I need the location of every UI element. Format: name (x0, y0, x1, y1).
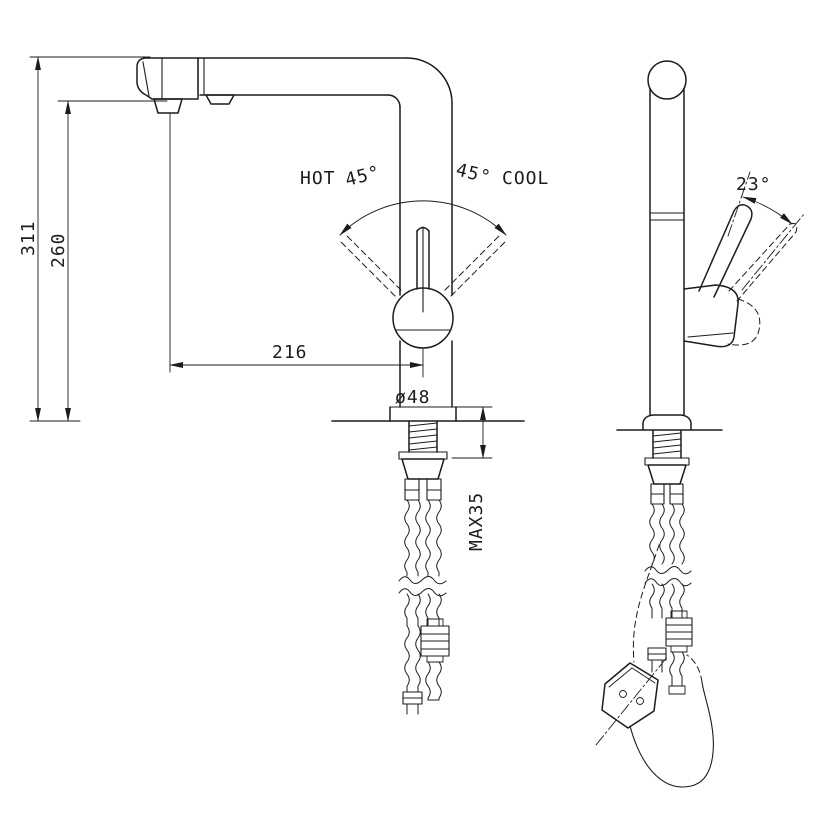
pullout-hose-dashed (632, 544, 660, 663)
side-base-flange (642, 414, 692, 431)
spray-trigger (153, 98, 183, 114)
hot-label: HOT (300, 168, 336, 189)
lever-45-left (340, 241, 396, 297)
dim-total-height: 311 (18, 56, 151, 422)
diverter-button (205, 94, 235, 105)
side-supply-hoses (644, 503, 693, 695)
pullout-spray-head (136, 57, 235, 114)
hose-fitting (426, 478, 442, 501)
weight-centerline (595, 655, 669, 746)
handle-tilt-annotation: 23° (727, 171, 805, 346)
washer (398, 451, 448, 460)
weight-screw (636, 697, 644, 705)
dim-spout-height: 260 (48, 100, 168, 422)
hose-end-fitting (647, 647, 667, 673)
hose-break (398, 576, 447, 585)
handle-boss (683, 284, 739, 348)
cool-angle-label: 45° (454, 159, 494, 188)
hot-angle-label: 45° (343, 162, 383, 191)
hose-end-nub (668, 685, 686, 695)
rotation-arc (339, 200, 507, 236)
hose-end-fitting (402, 691, 423, 715)
mounting-nut (647, 464, 687, 485)
dim-216-text: 216 (272, 342, 308, 363)
boss-rotated-dashed (727, 298, 761, 346)
side-body (616, 60, 723, 431)
dim-reach: 216 (169, 112, 424, 378)
side-mounting-hardware (644, 429, 690, 505)
dim-311-text: 311 (18, 220, 39, 256)
spout-top-cap (647, 60, 687, 100)
pullout-hose-assembly (595, 544, 714, 788)
mounting-nut (401, 458, 445, 480)
front-mounting-hardware (398, 420, 448, 501)
spout-and-body (197, 57, 453, 408)
dim-260-text: 260 (48, 232, 69, 268)
quick-connector (665, 610, 693, 653)
tilt-arc (742, 196, 793, 225)
dim-max-thickness: MAX35 (451, 406, 493, 551)
front-supply-hoses (398, 499, 450, 715)
hose-fitting (404, 478, 420, 501)
hose-break (398, 588, 447, 597)
washer (644, 457, 690, 466)
front-deck: ø48 (331, 387, 525, 422)
side-handle (683, 204, 753, 348)
side-view: 23° (595, 60, 805, 788)
handle-lever (698, 204, 753, 298)
hose-weight (601, 662, 659, 729)
tilt-angle-label: 23° (736, 174, 772, 195)
cool-label: COOL (502, 168, 549, 189)
front-handle (392, 226, 454, 349)
linework: HOT 45° 45° COOL 311 260 (18, 56, 805, 788)
hose-loop (629, 681, 714, 788)
spout-inner-corner (387, 94, 401, 108)
lever-45-right (444, 235, 500, 291)
quick-connector (420, 618, 450, 663)
front-view: HOT 45° 45° COOL 311 260 (18, 56, 549, 715)
spout-outer-corner (406, 57, 453, 104)
dim-diameter-text: ø48 (395, 387, 431, 408)
hose-break (644, 566, 692, 575)
dim-max35-text: MAX35 (466, 492, 487, 551)
weight-screw (619, 690, 627, 698)
